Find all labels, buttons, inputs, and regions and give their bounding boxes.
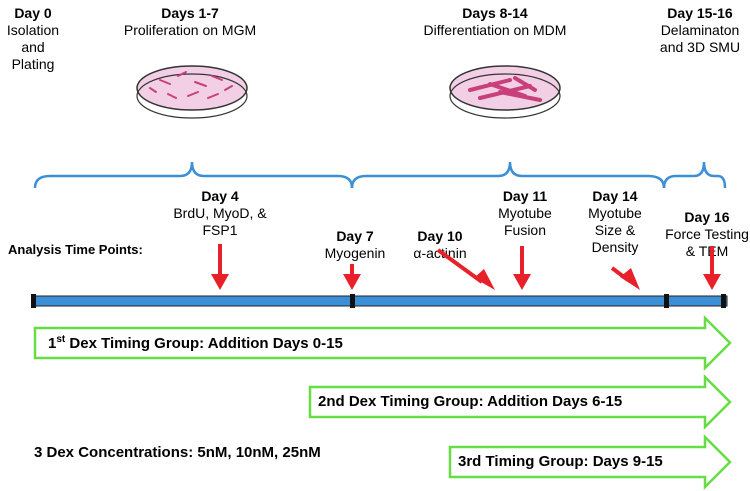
phase-days-1-7-desc: Proliferation on MGM <box>123 22 257 38</box>
group-3-arrow <box>448 433 732 491</box>
bracket-day-15-16 <box>662 161 727 189</box>
phase-day-0-line1: Isolation <box>6 22 60 38</box>
group-2-label: 2nd Dex Timing Group: Addition Days 6-15 <box>318 393 622 410</box>
phase-day-0-title: Day 0 <box>14 5 52 21</box>
group-1-label: 1st Dex Timing Group: Addition Days 0-15 <box>48 334 343 352</box>
phase-day-15-16-line2: and 3D SMU <box>659 39 741 55</box>
arrow-day-16 <box>703 246 721 290</box>
phase-day-0-line3: Plating <box>11 56 55 72</box>
arrow-day-10 <box>436 248 495 290</box>
dex-concentrations: 3 Dex Concentrations: 5nM, 10nM, 25nM <box>34 444 321 461</box>
timepoint-day-11: Day 11 Myotube Fusion <box>480 188 570 239</box>
timepoint-day-11-line1: Myotube <box>498 205 552 221</box>
timepoint-day-11-line2: Fusion <box>503 222 547 238</box>
timeline-bar <box>31 294 728 308</box>
group-2-arrow <box>308 373 732 431</box>
arrow-day-4 <box>211 244 229 290</box>
phase-day-0-line2: and <box>21 39 45 55</box>
bracket-days-1-7 <box>33 161 354 189</box>
timepoint-day-16: Day 16 Force Testing & TEM <box>658 209 750 260</box>
timepoint-day-16-line2: & TEM <box>685 243 729 259</box>
analysis-time-points-label: Analysis Time Points: <box>8 242 143 257</box>
group-3-label: 3rd Timing Group: Days 9-15 <box>458 453 663 470</box>
petri-dish-differentiation <box>449 65 561 119</box>
phase-days-8-14-desc: Differentiation on MDM <box>423 22 567 38</box>
phase-days-1-7: Days 1-7 Proliferation on MGM <box>110 5 270 39</box>
timepoint-day-4-line1: BrdU, MyoD, & <box>173 205 267 221</box>
timepoint-day-16-line1: Force Testing <box>665 226 749 242</box>
timepoint-day-4-line2: FSP1 <box>202 222 238 238</box>
bracket-days-8-14 <box>350 161 666 189</box>
timepoint-day-4-title: Day 4 <box>201 188 239 204</box>
timepoint-day-7-line1: Myogenin <box>324 245 386 261</box>
group-2-text: 2nd Dex Timing Group: Addition Days 6-15 <box>318 393 623 410</box>
timepoint-day-7-title: Day 7 <box>336 228 374 244</box>
arrow-day-7 <box>343 264 361 290</box>
phase-day-15-16-title: Day 15-16 <box>667 5 733 21</box>
timepoint-day-14-line1: Myotube <box>588 205 642 221</box>
group-1-arrow <box>33 314 732 372</box>
phase-days-1-7-title: Days 1-7 <box>161 5 219 21</box>
phase-day-0: Day 0 Isolation and Plating <box>2 5 64 73</box>
myotubes <box>468 76 542 102</box>
arrow-day-14 <box>610 266 640 290</box>
timepoint-day-7: Day 7 Myogenin <box>310 228 400 262</box>
group-1-prefix: 1 <box>48 335 57 352</box>
phase-days-8-14-title: Days 8-14 <box>462 5 528 21</box>
timepoint-day-4: Day 4 BrdU, MyoD, & FSP1 <box>150 188 290 239</box>
timepoint-day-16-title: Day 16 <box>684 209 730 225</box>
phase-brackets <box>33 161 727 189</box>
single-cells <box>149 71 233 99</box>
group-1-sup: st <box>56 334 66 345</box>
timepoint-day-14-title: Day 14 <box>592 188 638 204</box>
timepoint-day-14: Day 14 Myotube Size & Density <box>570 188 660 256</box>
phase-days-8-14: Days 8-14 Differentiation on MDM <box>405 5 585 39</box>
arrow-day-11 <box>513 246 531 290</box>
timepoint-arrows <box>211 244 721 290</box>
petri-dish-proliferation <box>136 65 248 119</box>
timepoint-day-11-title: Day 11 <box>502 188 548 204</box>
phase-day-15-16: Day 15-16 Delaminaton and 3D SMU <box>650 5 750 56</box>
group-3-text: 3rd Timing Group: Days 9-15 <box>458 453 663 470</box>
timepoint-day-14-line2: Size & <box>594 222 636 238</box>
timepoint-day-14-line3: Density <box>591 239 639 255</box>
dex-group-arrows <box>33 314 732 491</box>
phase-day-15-16-line1: Delaminaton <box>660 22 740 38</box>
group-1-text: Dex Timing Group: Addition Days 0-15 <box>65 335 343 352</box>
timepoint-day-10-title: Day 10 <box>417 228 463 244</box>
